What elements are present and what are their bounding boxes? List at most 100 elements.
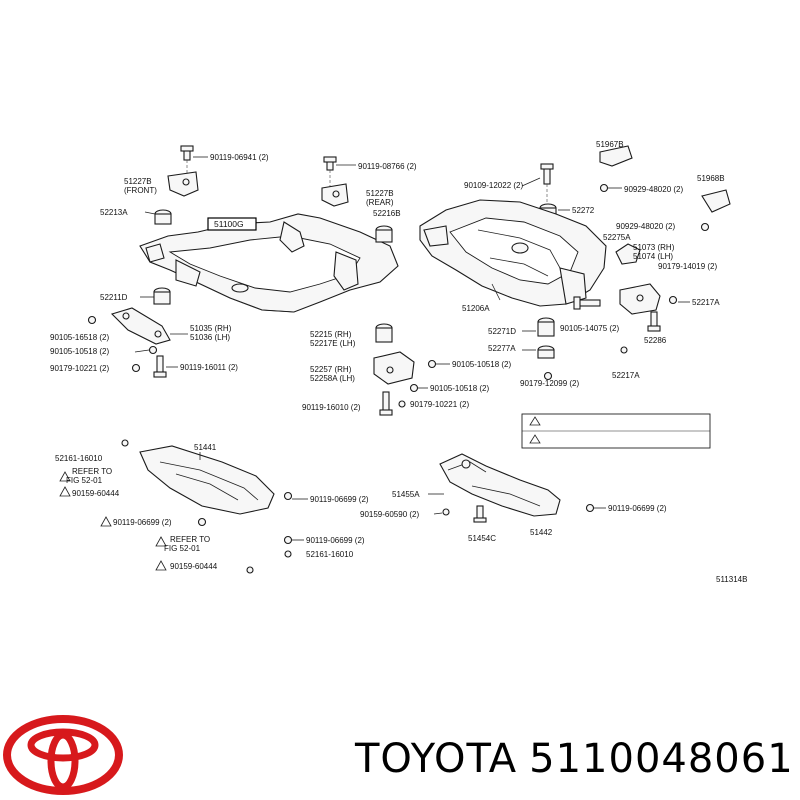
brand-name: TOYOTA — [355, 736, 518, 782]
rear-crossmember-icon — [419, 199, 607, 307]
callout-label: 90159-60590 (2) — [360, 510, 419, 519]
bracket-icon — [599, 145, 633, 167]
lower-bracket-icon — [110, 307, 171, 345]
nut-icon — [284, 550, 292, 558]
callout-label: FIG 52-01 — [164, 544, 201, 553]
undercover-right-group: 51455A 90159-60590 (2) 51454C 51442 9011… — [360, 453, 667, 543]
nut-icon — [427, 359, 437, 369]
callout-label: 52213A — [100, 208, 128, 217]
callout-label: 90929-48020 (2) — [616, 222, 675, 231]
callout-label: 90119-16010 (2) — [302, 403, 361, 412]
highlight-box — [207, 217, 257, 231]
callout-label: 52272 — [572, 206, 595, 215]
callout-label: 52161-16010 — [306, 550, 354, 559]
nut-icon — [87, 315, 97, 325]
callout-label: FIG 52-01 — [66, 476, 103, 485]
part-number: 5110048061 — [529, 736, 794, 782]
callout-label: 51442 — [530, 528, 553, 537]
callout-label: 51206A — [462, 304, 490, 313]
callout-label: 52257 (RH) — [310, 365, 352, 374]
bolt-icon — [283, 535, 293, 545]
lower-bracket-icon — [373, 351, 415, 385]
bushing-icon — [154, 209, 172, 225]
callout-label: 51968B — [697, 174, 725, 183]
callout-label: 90119-06699 (2) — [310, 495, 369, 504]
warning-icon — [100, 516, 112, 527]
callout-label: (REAR) — [366, 198, 394, 207]
callout-label: 51454C — [468, 534, 496, 543]
nut-icon — [409, 383, 419, 393]
callout-label: 51441 — [194, 443, 217, 452]
nut-icon — [442, 508, 450, 516]
parts-diagram: 90119-06941 (2) 51227B (FRONT) 52213A 51… — [50, 140, 747, 584]
callout-label: 51035 (RH) — [190, 324, 232, 333]
note-box — [521, 413, 711, 449]
callout-label: 51227B — [366, 189, 394, 198]
callout-label: 90119-06699 (2) — [608, 504, 667, 513]
bolt-icon — [573, 296, 601, 310]
callout-label: 90105-10518 (2) — [50, 347, 109, 356]
callout-label: 90119-06941 (2) — [210, 153, 269, 162]
bushing-icon — [153, 287, 171, 305]
washer-icon — [620, 346, 628, 354]
callout-label: 52217A — [692, 298, 720, 307]
callout-label: 52275A — [603, 233, 631, 242]
front-subframe-group: 90119-06941 (2) 51227B (FRONT) 52213A 51… — [50, 145, 511, 416]
callout-label: 90119-06699 (2) — [306, 536, 365, 545]
undercover-icon — [439, 453, 561, 517]
warning-icon — [155, 560, 167, 571]
callout-label: 90179-12099 (2) — [520, 379, 579, 388]
callout-label: 52215 (RH) — [310, 330, 352, 339]
washer-icon — [398, 400, 406, 408]
callout-label: 90179-14019 (2) — [658, 262, 717, 271]
callout-label: 90105-10518 (2) — [452, 360, 511, 369]
callout-label: 90105-14075 (2) — [560, 324, 619, 333]
bolt-icon — [379, 391, 393, 416]
warning-icon — [59, 486, 71, 497]
bolt-icon — [246, 566, 254, 574]
callout-label: 90159-60444 — [170, 562, 218, 571]
nut-icon — [148, 345, 158, 355]
bushing-icon — [537, 317, 555, 337]
bracket-icon — [167, 171, 199, 197]
callout-label: 52271D — [488, 327, 516, 336]
undercover-left-group: 52161-16010 REFER TO FIG 52-01 90159-604… — [55, 439, 369, 574]
bracket-icon — [615, 243, 641, 265]
callout-label: 90179-10221 (2) — [410, 400, 469, 409]
warning-icon — [529, 416, 541, 426]
callout-label: 51036 (LH) — [190, 333, 230, 342]
bolt-icon — [473, 505, 487, 523]
bolt-icon — [153, 355, 167, 378]
bolt-icon — [197, 517, 207, 527]
bolt-icon — [647, 311, 661, 332]
highlighted-part-label: 51100G — [214, 219, 244, 229]
callout-label: 52217A — [612, 371, 640, 380]
bolt-icon — [180, 145, 194, 176]
callout-label: REFER TO — [170, 535, 210, 544]
callout-label: 90105-16518 (2) — [50, 333, 109, 342]
callout-label: 52217E (LH) — [310, 339, 356, 348]
callout-label: 51455A — [392, 490, 420, 499]
callout-label: REFER TO — [72, 467, 112, 476]
bolt-icon — [585, 503, 595, 513]
callout-label: 52258A (LH) — [310, 374, 355, 383]
nut-icon — [700, 222, 710, 232]
callout-label: 51227B — [124, 177, 152, 186]
callout-label: 52161-16010 — [55, 454, 103, 463]
callout-label: 90119-08766 (2) — [358, 162, 417, 171]
toyota-logo-icon — [3, 715, 123, 795]
callout-label: 52216B — [373, 209, 401, 218]
bushing-icon — [537, 345, 555, 359]
bolt-icon — [323, 156, 337, 188]
callout-label: 90109-12022 (2) — [464, 181, 523, 190]
nut-icon — [121, 439, 129, 447]
bolt-icon — [540, 163, 554, 202]
callout-label: (FRONT) — [124, 186, 157, 195]
warning-icon — [59, 471, 71, 482]
callout-label: 52211D — [100, 293, 128, 302]
undercover-icon — [139, 445, 275, 515]
bushing-icon — [375, 323, 393, 343]
bracket-icon — [701, 189, 731, 213]
callout-label: 51967B — [596, 140, 624, 149]
